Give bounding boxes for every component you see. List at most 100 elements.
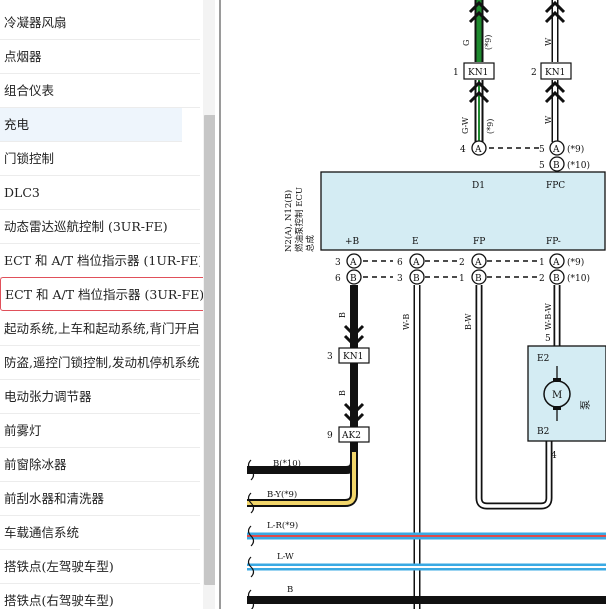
wire-w-mid-label: W bbox=[544, 115, 553, 124]
bottom-wire-label-by9: B-Y(*9) bbox=[267, 489, 297, 500]
nav-item-condenser-fan[interactable]: 冷凝器风扇 bbox=[0, 6, 200, 40]
pin-motor: 4 bbox=[551, 451, 557, 461]
ecu-name-line-1: N2(A), N12(B) bbox=[283, 190, 294, 252]
connector-a-d1-letter: A bbox=[474, 145, 482, 155]
wire-gw bbox=[468, 80, 490, 142]
pin-ak2: 9 bbox=[327, 431, 333, 441]
nav-item-radar-cruise[interactable]: 动态雷达巡航控制 (3UR-FE) bbox=[0, 210, 200, 244]
wire-bw-label: B-W bbox=[464, 313, 473, 330]
wire-b-label-1: B bbox=[338, 312, 347, 318]
pin-pb-b: 6 bbox=[335, 274, 341, 284]
wire-gw-label: G-W bbox=[461, 116, 470, 134]
pin-pb-a: 3 bbox=[335, 258, 341, 268]
bottom-wire-label-b10: B(*10) bbox=[273, 458, 301, 469]
nav-item-starting-system[interactable]: 起动系统,上车和起动系统,背门开启 bbox=[0, 312, 200, 346]
nav-item-ground-rhd[interactable]: 搭铁点(右驾驶车型) bbox=[0, 584, 200, 609]
row-a-fp-letter: A bbox=[474, 258, 482, 268]
nav-item-theft-deterrent[interactable]: 防盗,遥控门锁控制,发动机停机系统 bbox=[0, 346, 200, 380]
row-b-fpm-letter: B bbox=[553, 274, 560, 284]
pump-pin-b2: B2 bbox=[537, 427, 549, 437]
wire-gw-note: (*9) bbox=[486, 119, 495, 134]
nav-item-front-fog-light[interactable]: 前雾灯 bbox=[0, 414, 200, 448]
nav-item-ground-lhd[interactable]: 搭铁点(左驾驶车型) bbox=[0, 550, 200, 584]
pin-e-b: 3 bbox=[397, 274, 403, 284]
connector-a-d1 bbox=[471, 140, 487, 156]
scrollbar-thumb[interactable] bbox=[204, 115, 215, 585]
connector-kn1-left-label: KN1 bbox=[468, 68, 488, 78]
ecu-box bbox=[320, 171, 606, 251]
nav-item-front-deicer[interactable]: 前窗除冰器 bbox=[0, 448, 200, 482]
ecu-name-line-2: 燃油泵控制 ECU bbox=[294, 187, 305, 252]
nav-item-ect-1ur[interactable]: ECT 和 A/T 档位指示器 (1UR-FE),发 bbox=[0, 244, 200, 278]
lower-connector-rows bbox=[346, 253, 565, 285]
pin-kn1-left: 1 bbox=[453, 68, 459, 78]
wire-w-top bbox=[544, 0, 566, 62]
motor-brush-top bbox=[553, 378, 561, 382]
connector-kn1-right bbox=[540, 62, 572, 80]
connector-kn1-lower bbox=[338, 347, 370, 364]
pin-d1: 4 bbox=[460, 145, 466, 155]
wire-g-note: (*9) bbox=[484, 35, 493, 50]
ecu-pin-fpc: FPC bbox=[546, 181, 565, 191]
wire-wb-label: W-B bbox=[402, 314, 411, 330]
ecu-pin-fp: FP bbox=[473, 237, 485, 247]
pin-kn1-right: 2 bbox=[531, 68, 537, 78]
connector-a-fpc-letter: A bbox=[552, 145, 560, 155]
ecu-pin-fp-minus: FP- bbox=[546, 237, 561, 247]
wire-w-label: W bbox=[544, 37, 553, 46]
nav-item-dlc3[interactable]: DLC3 bbox=[0, 176, 200, 210]
wire-break-symbols bbox=[247, 459, 255, 611]
pin-fp-b: 1 bbox=[459, 274, 465, 284]
wire-by-9 bbox=[247, 452, 356, 505]
note-fpm-a: (*9) bbox=[567, 257, 584, 268]
motor-letter: M bbox=[552, 390, 562, 401]
bottom-wire-label-b: B bbox=[287, 585, 293, 595]
wiring-diagram: G (*9) W KN1 1 KN1 2 G-W (*9) W A 4 5 A … bbox=[247, 0, 606, 611]
row-b-fp-letter: B bbox=[475, 274, 482, 284]
nav-item-tensioner[interactable]: 电动张力调节器 bbox=[0, 380, 200, 414]
wire-g bbox=[468, 0, 490, 62]
pin-e-a: 6 bbox=[397, 258, 403, 268]
row-b-pb-letter: B bbox=[350, 274, 357, 284]
wiring-diagram-pane[interactable]: G (*9) W KN1 1 KN1 2 G-W (*9) W A 4 5 A … bbox=[221, 0, 606, 611]
nav-item-door-lock-control[interactable]: 门锁控制 bbox=[0, 142, 200, 176]
pump-label: 泵 bbox=[580, 400, 592, 410]
row-a-e-letter: A bbox=[412, 258, 420, 268]
pin-wbw: 5 bbox=[545, 334, 551, 344]
nav-item-charging[interactable]: 充电 bbox=[0, 108, 182, 142]
connector-ak2-label: AK2 bbox=[341, 431, 361, 441]
nav-item-vehicle-comm[interactable]: 车载通信系统 bbox=[0, 516, 200, 550]
wire-w-mid bbox=[544, 80, 566, 142]
wire-bw bbox=[477, 285, 551, 508]
pin-fpm-b: 2 bbox=[539, 274, 545, 284]
bottom-wire-label-lw: L-W bbox=[277, 552, 294, 562]
motor-brush-bottom bbox=[553, 406, 561, 410]
row-b-e-letter: B bbox=[413, 274, 420, 284]
row-a-fpm-letter: A bbox=[552, 258, 560, 268]
wire-wbw-label: W-B-W bbox=[544, 302, 553, 330]
ecu-pin-e: E bbox=[412, 237, 419, 247]
nav-item-cigarette-lighter[interactable]: 点烟器 bbox=[0, 40, 200, 74]
connector-kn1-lower-label: KN1 bbox=[343, 352, 363, 362]
note-fpm-b: (*10) bbox=[567, 273, 590, 284]
nav-item-ect-3ur[interactable]: ECT 和 A/T 档位指示器 (3UR-FE),发 bbox=[0, 277, 215, 311]
connector-b-fpc-letter: B bbox=[553, 161, 560, 171]
ecu-pin-d1: D1 bbox=[472, 181, 485, 191]
connector-kn1-left bbox=[463, 62, 495, 80]
bottom-wire-label-lr9: L-R(*9) bbox=[267, 520, 298, 531]
nav-item-front-wiper[interactable]: 前刮水器和清洗器 bbox=[0, 482, 200, 516]
pin-fpm-a: 1 bbox=[539, 258, 545, 268]
nav-item-combination-meter[interactable]: 组合仪表 bbox=[0, 74, 200, 108]
sidebar-scrollbar[interactable] bbox=[203, 0, 215, 609]
ecu-name-line-3: 总成 bbox=[305, 234, 316, 252]
row-a-pb-letter: A bbox=[349, 258, 357, 268]
pin-kn1-lower: 3 bbox=[327, 352, 333, 362]
pump-pin-e2: E2 bbox=[537, 354, 549, 364]
sidebar-tree: 冷凝器风扇 点烟器 组合仪表 充电 门锁控制 DLC3 动态雷达巡航控制 (3U… bbox=[0, 0, 215, 609]
connector-kn1-right-label: KN1 bbox=[545, 68, 565, 78]
wire-b-plus bbox=[343, 285, 365, 427]
pin-fp-a: 2 bbox=[459, 258, 465, 268]
ecu-pin-plus-b: +B bbox=[345, 237, 360, 247]
pane-divider[interactable] bbox=[219, 0, 221, 609]
wire-g-label: G bbox=[462, 40, 471, 46]
